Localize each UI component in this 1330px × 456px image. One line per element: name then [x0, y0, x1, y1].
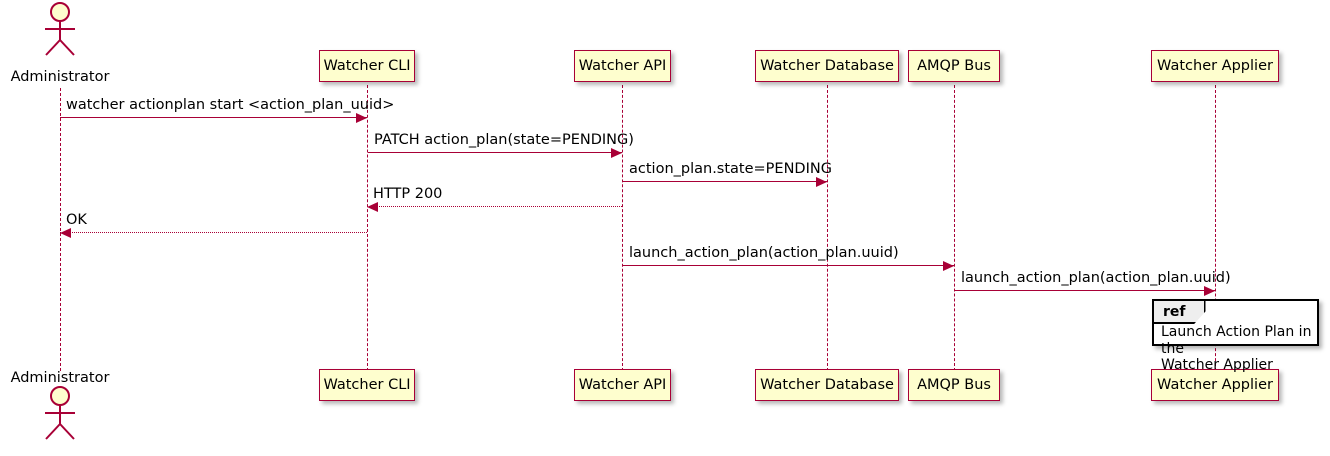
- message-line-m2: [368, 152, 622, 153]
- ref-fragment-tab: ref: [1154, 301, 1206, 324]
- participant-label: Watcher Database: [760, 377, 894, 393]
- message-line-m6: [623, 265, 954, 266]
- actor-label-administrator-bottom: Administrator: [10, 370, 110, 386]
- participant-watcher-applier-bottom: Watcher Applier: [1151, 369, 1279, 401]
- ref-fragment-line-2: Watcher Applier: [1161, 357, 1273, 373]
- ref-fragment-line-1: Launch Action Plan in the: [1161, 324, 1312, 357]
- participant-amqp-bus-top: AMQP Bus: [908, 50, 1000, 82]
- lifeline-watcher-api: [622, 85, 623, 371]
- participant-amqp-bus-bottom: AMQP Bus: [908, 369, 1000, 401]
- participant-label: Watcher CLI: [323, 58, 411, 74]
- message-arrowhead-m6: [943, 261, 954, 271]
- ref-fragment: ref Launch Action Plan in the Watcher Ap…: [1152, 299, 1319, 373]
- message-line-m4: [367, 206, 622, 207]
- message-label-m6: launch_action_plan(action_plan.uuid): [629, 245, 899, 261]
- message-arrowhead-m2: [611, 148, 622, 158]
- message-line-m1: [60, 117, 367, 118]
- participant-label: Watcher Applier: [1157, 377, 1273, 393]
- participant-label: AMQP Bus: [917, 58, 991, 74]
- lifeline-amqp-bus: [954, 85, 955, 371]
- ref-fragment-tab-label: ref: [1163, 303, 1186, 320]
- actor-administrator-top: [38, 2, 82, 56]
- message-line-m5: [60, 232, 367, 233]
- lifeline-watcher-cli: [367, 85, 368, 371]
- lifeline-watcher-applier: [1215, 85, 1216, 371]
- message-label-m1: watcher actionplan start <action_plan_uu…: [66, 97, 395, 113]
- message-line-m7: [955, 290, 1215, 291]
- participant-watcher-database-bottom: Watcher Database: [755, 369, 899, 401]
- actor-label-administrator-top: Administrator: [10, 69, 110, 85]
- participant-label: Watcher CLI: [323, 377, 411, 393]
- message-arrowhead-m3: [816, 177, 827, 187]
- message-label-m5: OK: [66, 212, 87, 228]
- participant-label: Watcher API: [578, 58, 667, 74]
- message-arrowhead-m4: [367, 202, 378, 212]
- participant-label: AMQP Bus: [917, 377, 991, 393]
- participant-watcher-cli-bottom: Watcher CLI: [319, 369, 415, 401]
- message-arrowhead-m7: [1204, 286, 1215, 296]
- lifeline-watcher-database: [827, 85, 828, 371]
- message-label-m2: PATCH action_plan(state=PENDING): [374, 132, 634, 148]
- message-label-m3: action_plan.state=PENDING: [629, 161, 832, 177]
- participant-watcher-api-bottom: Watcher API: [574, 369, 671, 401]
- participant-watcher-api-top: Watcher API: [574, 50, 671, 82]
- ref-fragment-body: Launch Action Plan in the Watcher Applie…: [1161, 324, 1312, 374]
- participant-label: Watcher Applier: [1157, 58, 1273, 74]
- participant-label: Watcher Database: [760, 58, 894, 74]
- message-line-m3: [623, 181, 827, 182]
- participant-watcher-applier-top: Watcher Applier: [1151, 50, 1279, 82]
- participant-label: Watcher API: [578, 377, 667, 393]
- participant-watcher-database-top: Watcher Database: [755, 50, 899, 82]
- message-label-m7: launch_action_plan(action_plan.uuid): [961, 270, 1231, 286]
- participant-watcher-cli-top: Watcher CLI: [319, 50, 415, 82]
- actor-administrator-bottom: [38, 386, 82, 440]
- message-arrowhead-m1: [356, 113, 367, 123]
- message-label-m4: HTTP 200: [373, 186, 443, 202]
- message-arrowhead-m5: [60, 228, 71, 238]
